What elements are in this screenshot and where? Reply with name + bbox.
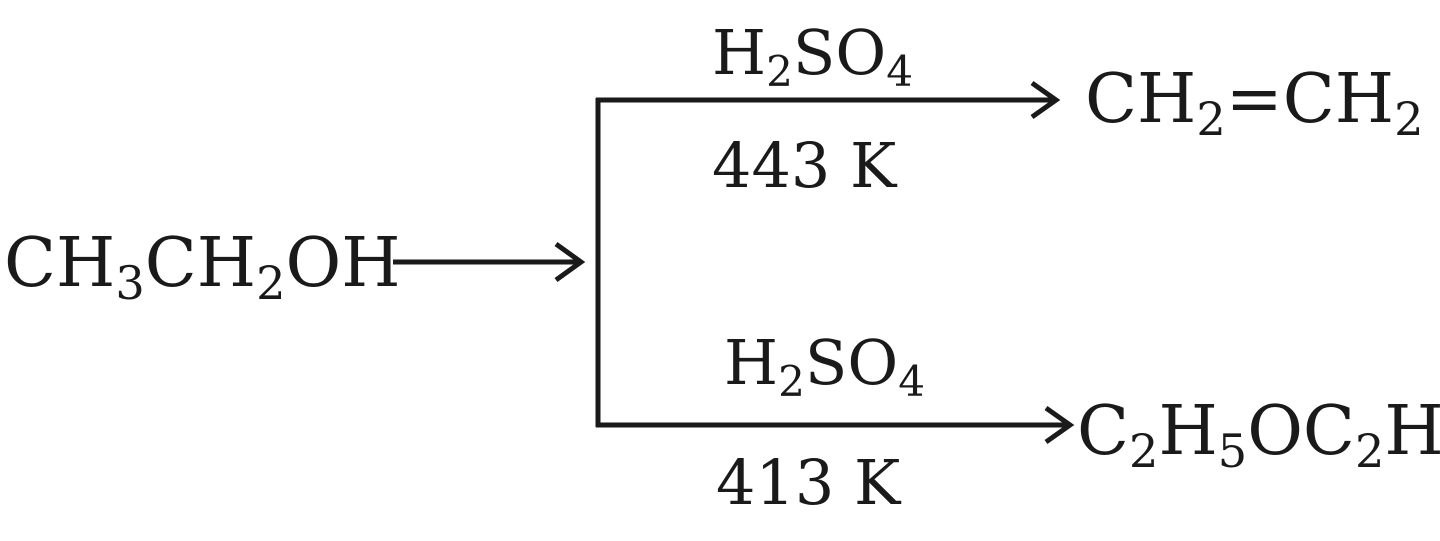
formula-subscript: 4	[886, 46, 914, 96]
formula-text: CH	[144, 224, 257, 303]
formula-subscript: 2	[778, 356, 805, 406]
formula-text: =CH	[1225, 60, 1395, 139]
formula-text: OH	[285, 224, 401, 303]
formula-text: H	[712, 16, 767, 89]
formula-subscript: 2	[1394, 91, 1424, 146]
lower-product-formula: C2H5OC2H5	[1077, 398, 1440, 475]
formula-text: H	[1158, 392, 1218, 471]
formula-subscript: 2	[1129, 423, 1159, 478]
lower-reagent-label: H2SO4	[724, 332, 925, 403]
upper-arrow-head	[1030, 80, 1061, 120]
formula-text: OC	[1247, 392, 1355, 471]
lower-arrow-head	[1044, 405, 1075, 445]
formula-subscript: 2	[256, 255, 286, 310]
lower-temperature-label: 413 K	[716, 446, 901, 519]
formula-text: C	[1077, 392, 1130, 471]
formula-text: H	[1384, 392, 1440, 471]
upper-temperature-label: 443 K	[712, 129, 897, 202]
formula-text: SO	[792, 16, 887, 89]
formula-subscript: 3	[115, 255, 145, 310]
formula-subscript: 2	[1196, 91, 1226, 146]
formula-text: SO	[804, 326, 899, 399]
main-arrow-head	[554, 241, 586, 283]
formula-text: CH	[1085, 60, 1197, 139]
formula-text: H	[724, 326, 779, 399]
upper-reagent-label: H2SO4	[712, 22, 913, 93]
formula-subscript: 2	[1354, 423, 1385, 478]
formula-subscript: 4	[898, 356, 926, 406]
formula-subscript: 2	[766, 46, 793, 96]
formula-text: CH	[4, 224, 116, 303]
reactant-formula: CH3CH2OH	[4, 230, 401, 307]
upper-product-formula: CH2=CH2	[1085, 66, 1424, 143]
formula-subscript: 5	[1217, 423, 1248, 478]
